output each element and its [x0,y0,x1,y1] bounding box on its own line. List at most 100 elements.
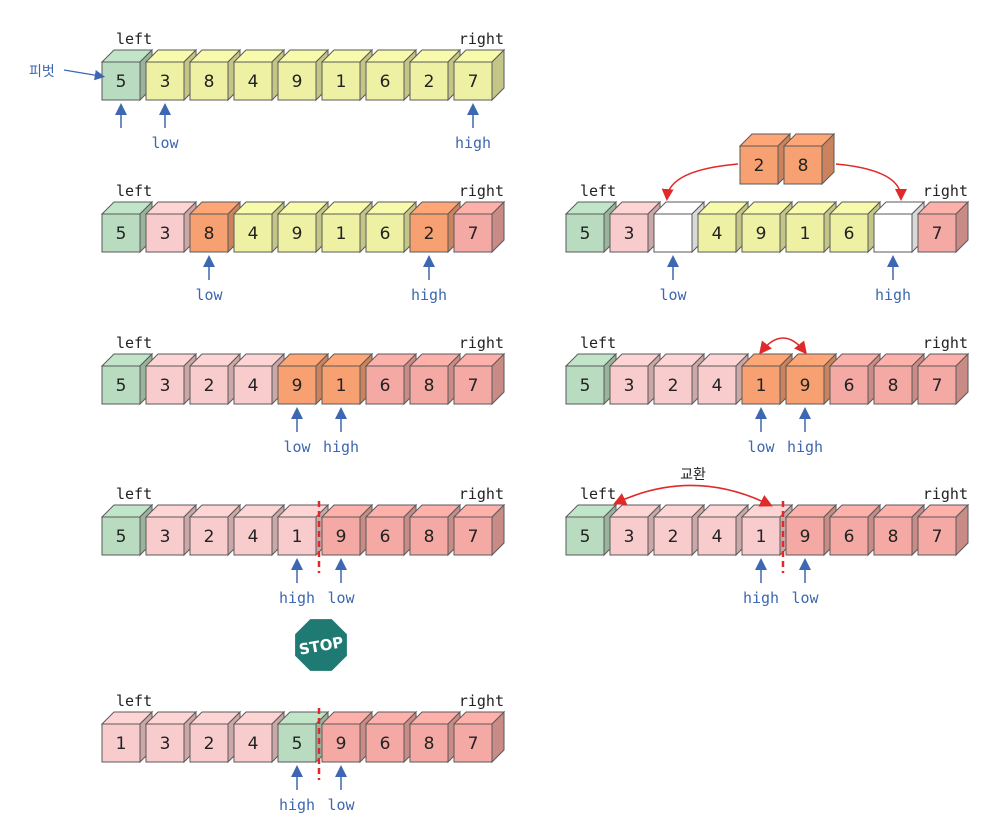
high-label: high [875,286,911,304]
array-cell-7: 6 [828,503,882,557]
cell-value: 4 [248,734,259,754]
array-cell-9: 7 [916,200,970,254]
array-cell-4: 4 [232,503,286,557]
array-cell-3 [652,200,706,254]
array-cell-6: 1 [320,200,374,254]
array-cell-8: 8 [872,503,926,557]
cell-value: 5 [116,224,127,244]
left-label: left [580,485,616,503]
right-label: right [923,182,968,200]
array-cell-5: 1 [740,352,794,406]
array-cell-3: 2 [652,352,706,406]
cell-value: 6 [844,527,855,547]
array-cell-2: 3 [144,710,198,764]
array-cell-1: 5 [564,200,618,254]
cell-value: 7 [932,527,943,547]
pointer-low-arrow: low [747,407,776,456]
cell-value: 5 [116,376,127,396]
cell-value: 7 [932,376,943,396]
cell-value: 2 [204,527,215,547]
low-label: low [151,134,179,152]
cell-value: 4 [248,72,259,92]
cell-value: 3 [160,527,171,547]
cell-value: 1 [336,224,347,244]
right-label: right [923,485,968,503]
cell-value: 6 [380,376,391,396]
pointer-high-arrow: high [411,255,447,304]
array-cell-3: 2 [652,503,706,557]
cell-value: 9 [292,224,303,244]
pointer-low-arrow: low [327,765,356,814]
array-cell-1: 1 [100,710,154,764]
cell-value: 1 [336,72,347,92]
array-cell-8: 8 [872,352,926,406]
array-cell-8: 2 [408,48,462,102]
array-cell-1: 5 [100,48,154,102]
array-cell-6: 9 [320,503,374,557]
pointer-low-arrow: low [791,558,820,607]
cell-value: 3 [160,224,171,244]
move-arrow-left [661,163,739,201]
left-label: left [116,30,152,48]
array-cell-1: 5 [564,503,618,557]
array-cell-7: 6 [828,200,882,254]
cell-value: 1 [116,734,127,754]
low-label: low [659,286,687,304]
cell-value: 8 [888,376,899,396]
left-label: left [580,182,616,200]
array-cell-8: 8 [408,503,462,557]
cell-value: 4 [712,527,723,547]
swap-label: 교환 [680,467,706,483]
right-label: right [459,182,504,200]
cell-value: 9 [292,72,303,92]
cell-value: 3 [160,734,171,754]
array-cell-6: 1 [320,352,374,406]
pivot-label: 피벗 [29,64,55,80]
array-cell-5: 9 [276,48,330,102]
cell-value: 3 [624,527,635,547]
cell-value: 8 [424,734,435,754]
pointer-high-arrow: high [787,407,823,456]
cell-value: 8 [424,376,435,396]
array-cell-9: 7 [452,200,506,254]
array-cell-3: 8 [188,48,242,102]
cell-value: 2 [754,156,765,176]
cell-value: 6 [844,224,855,244]
array-cell-4: 4 [232,200,286,254]
array-cell-5: 5 [276,710,330,764]
cell-value: 5 [116,527,127,547]
right-label: right [459,30,504,48]
array-cell-8 [872,200,926,254]
array-cell-6: 9 [784,352,838,406]
cell-value: 1 [756,376,767,396]
high-label: high [279,796,315,814]
cell-value: 1 [292,527,303,547]
array-cell-5: 1 [740,503,794,557]
cell-value: 9 [800,527,811,547]
lifted-cell-8: 8 [782,132,836,186]
cell-value: 3 [160,72,171,92]
array-cell-1: 5 [564,352,618,406]
cell-value: 4 [248,527,259,547]
cell-value: 2 [668,376,679,396]
array-cell-1: 5 [100,352,154,406]
cell-value: 4 [712,224,723,244]
pointer-high-arrow: high [875,255,911,304]
high-label: high [279,589,315,607]
cell-value: 4 [248,376,259,396]
array-cell-2: 3 [144,200,198,254]
array-cell-2: 3 [608,352,662,406]
pointer-high-arrow: high [323,407,359,456]
high-label: high [455,134,491,152]
high-label: high [411,286,447,304]
right-label: right [923,334,968,352]
array-cell-6: 1 [320,48,374,102]
low-label: low [747,438,775,456]
cell-value: 8 [888,527,899,547]
pointer-low-arrow: low [659,255,688,304]
high-label: high [787,438,823,456]
cell-value: 4 [248,224,259,244]
